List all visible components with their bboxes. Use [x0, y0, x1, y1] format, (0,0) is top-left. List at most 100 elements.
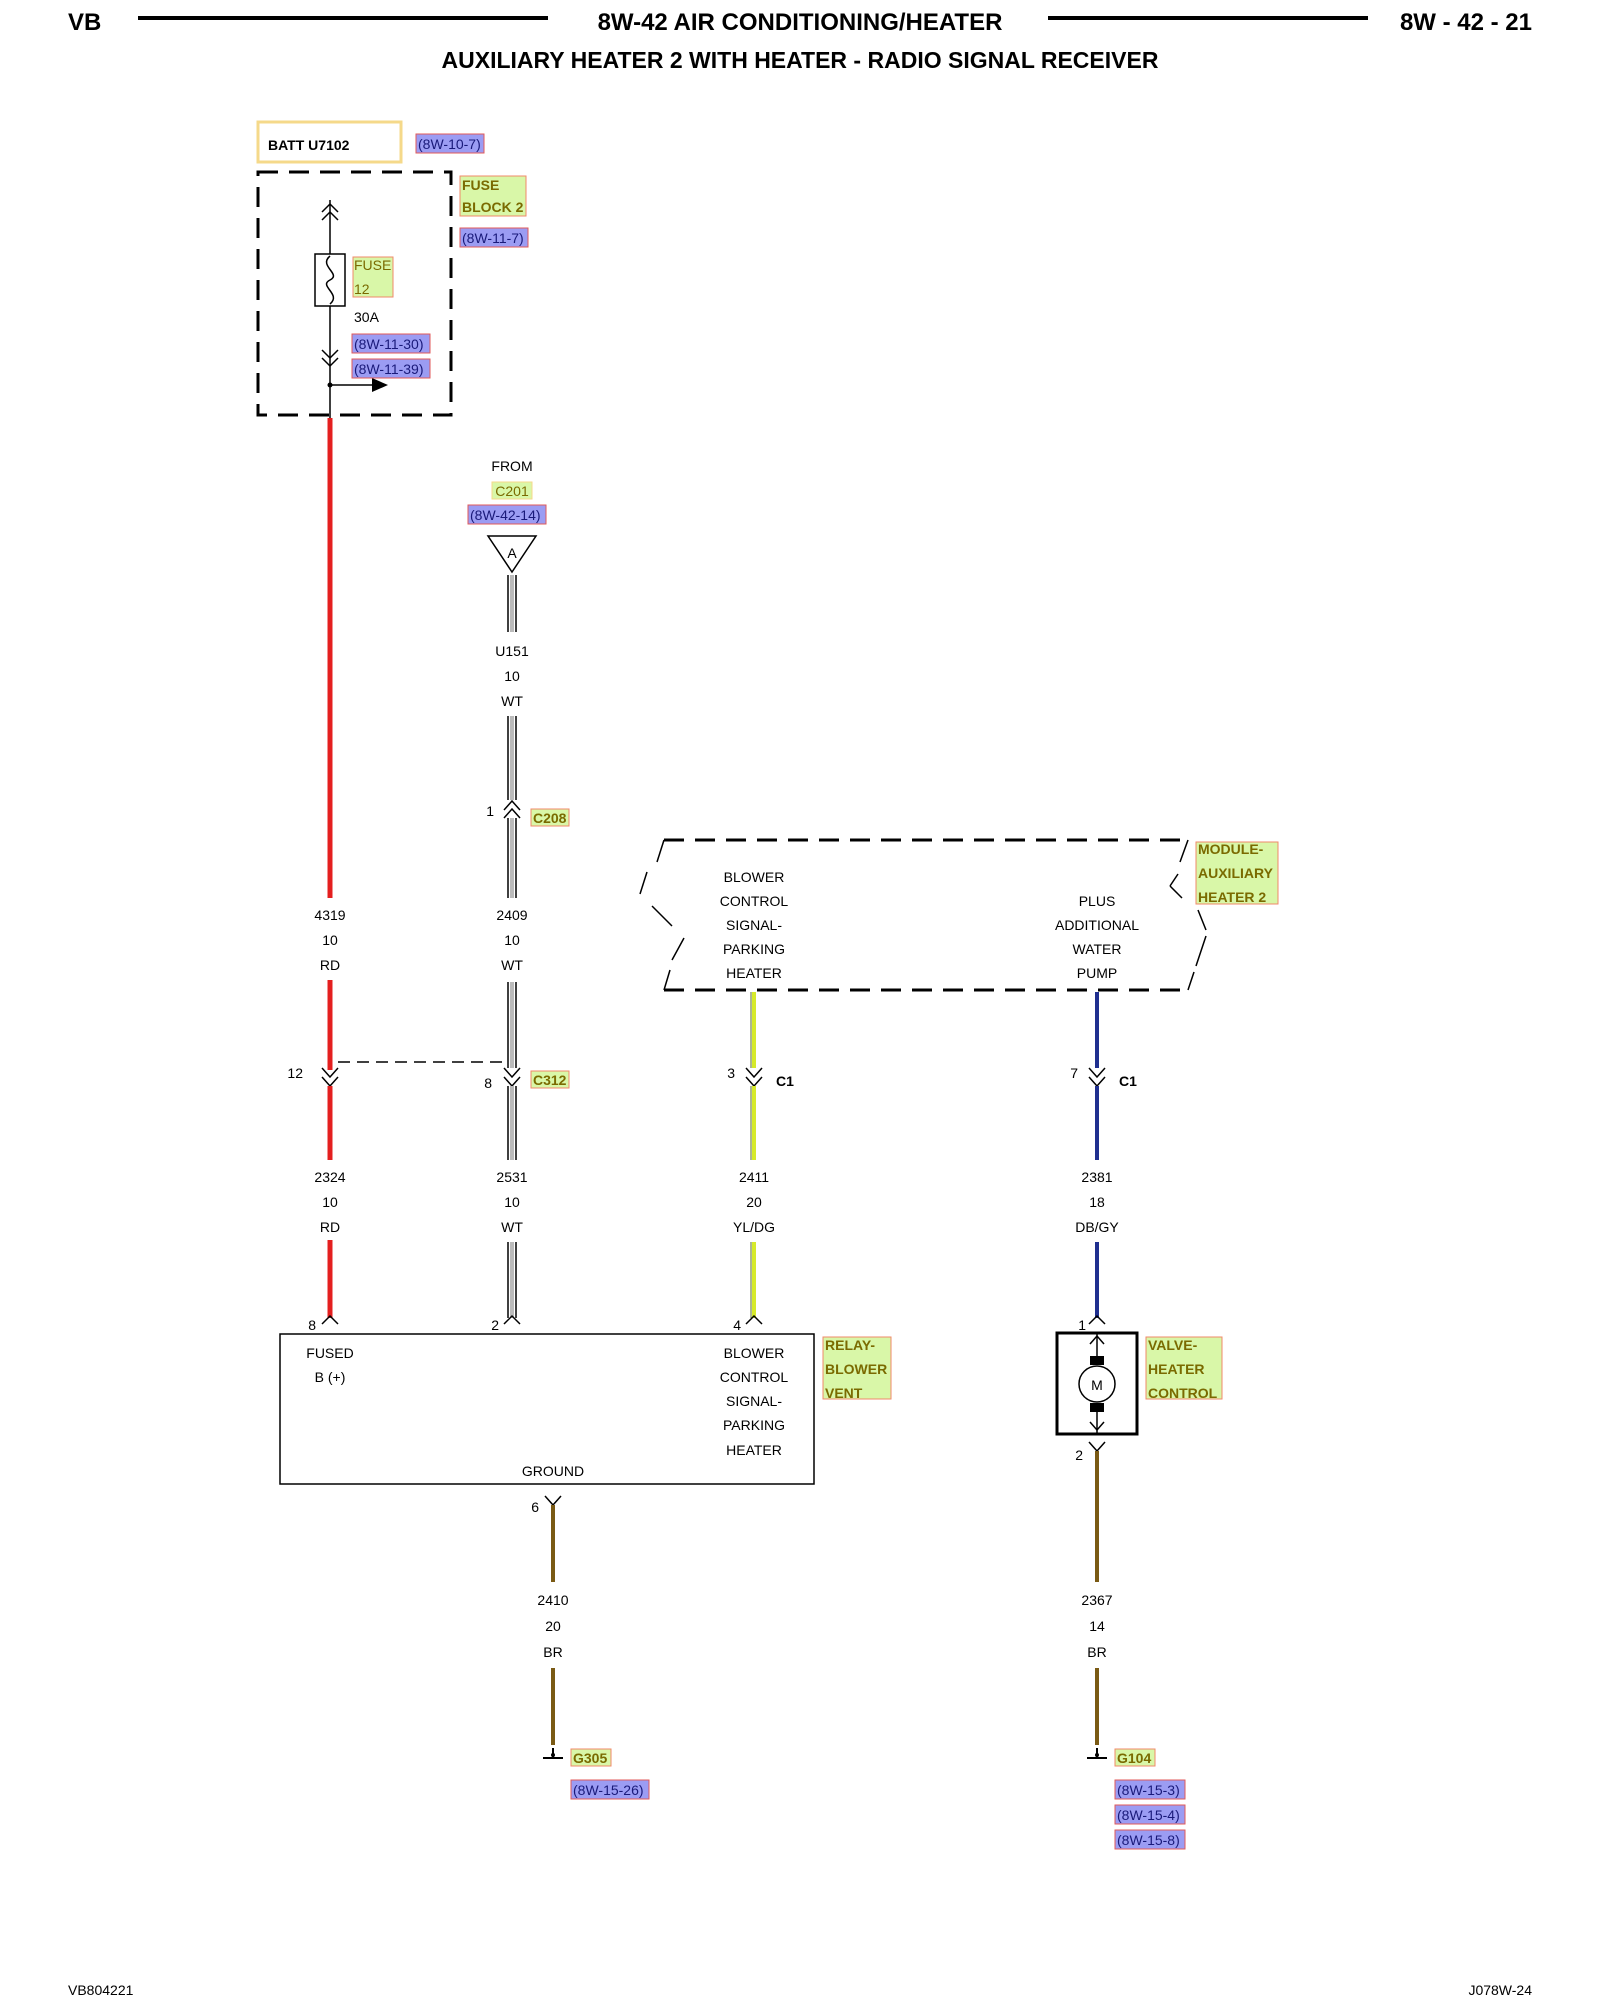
module-right-text-2: ADDITIONAL — [1055, 917, 1139, 933]
battery-ref-text[interactable]: (8W-10-7) — [418, 136, 481, 152]
valve-name-3[interactable]: CONTROL — [1148, 1385, 1218, 1401]
fuse-12-rating: 30A — [354, 309, 380, 325]
fuse-12-name-1[interactable]: FUSE — [354, 257, 391, 273]
g305-name[interactable]: G305 — [573, 1750, 607, 1766]
module-name-3[interactable]: HEATER 2 — [1198, 889, 1266, 905]
g104-ref-text-3[interactable]: (8W-15-8) — [1117, 1832, 1180, 1848]
c208-pin-number: 1 — [486, 803, 494, 819]
off-page-connector-letter: A — [507, 545, 517, 561]
fuse-ref-link-2[interactable] — [351, 358, 431, 379]
relay-pin4-terminal — [745, 1314, 763, 1325]
g305-ref-text[interactable]: (8W-15-26) — [573, 1782, 644, 1798]
g104-ref-text-1[interactable]: (8W-15-3) — [1117, 1782, 1180, 1798]
header-page-number: 8W - 42 - 21 — [1400, 9, 1532, 36]
valve-pin1-terminal — [1088, 1314, 1106, 1325]
c312-pin12-male — [321, 1067, 339, 1079]
fuse-block-name-1[interactable]: FUSE — [462, 177, 499, 193]
valve-name-2[interactable]: HEATER — [1148, 1361, 1205, 1377]
relay-right-text-5: HEATER — [726, 1442, 782, 1458]
wire-2410-color: BR — [543, 1644, 562, 1660]
g104-ref-link-1[interactable] — [1114, 1779, 1186, 1800]
wire-2409[interactable] — [507, 818, 517, 898]
fuse-ref-text-2[interactable]: (8W-11-39) — [354, 361, 424, 377]
wire-u151-lower[interactable] — [507, 716, 517, 800]
relay-right-text-1: BLOWER — [724, 1345, 785, 1361]
relay-right-text-3: SIGNAL- — [726, 1393, 782, 1409]
relay-ground-label: GROUND — [522, 1463, 584, 1479]
fuse-12-element — [325, 255, 335, 305]
relay-name-2[interactable]: BLOWER — [825, 1361, 887, 1377]
wire-u151-gauge: 10 — [504, 668, 520, 684]
wire-2531-circuit: 2531 — [496, 1169, 527, 1185]
module-right-text-4: PUMP — [1077, 965, 1117, 981]
valve-motor-arrow-bottom — [1089, 1421, 1105, 1432]
wire-2367-color: BR — [1087, 1644, 1106, 1660]
fuse-block-ref-link[interactable] — [459, 227, 529, 248]
valve-name-box[interactable] — [1145, 1336, 1223, 1400]
module-left-text-3: SIGNAL- — [726, 917, 782, 933]
g104-ref-link-3[interactable] — [1114, 1829, 1186, 1850]
fuse-ref-link-1[interactable] — [351, 333, 431, 354]
header-title: 8W-42 AIR CONDITIONING/HEATER — [598, 9, 1003, 36]
module-aux-heater-name-box[interactable] — [1195, 841, 1279, 905]
fuse-12-name-box[interactable] — [352, 256, 394, 298]
from-conn-ref-text[interactable]: (8W-42-14) — [470, 507, 541, 523]
wire-2409-lower[interactable] — [507, 982, 517, 1068]
from-conn-ref-link[interactable] — [467, 504, 547, 525]
c312-name-box[interactable] — [530, 1070, 570, 1089]
wire-2381-gauge: 18 — [1089, 1194, 1105, 1210]
fuse-block-name-box[interactable] — [459, 175, 527, 217]
c1-pin3-name: C1 — [776, 1073, 794, 1089]
g104-ref-text-2[interactable]: (8W-15-4) — [1117, 1807, 1180, 1823]
fuse-block-connector-top-2 — [321, 210, 339, 221]
g305-ref-link[interactable] — [570, 1779, 650, 1800]
relay-name-3[interactable]: VENT — [825, 1385, 863, 1401]
relay-blower-vent-box[interactable] — [279, 1333, 815, 1485]
wire-2531-color: WT — [501, 1219, 523, 1235]
battery-ref-link[interactable] — [415, 133, 485, 154]
g104-name[interactable]: G104 — [1117, 1750, 1151, 1766]
valve-name-1[interactable]: VALVE- — [1148, 1337, 1198, 1353]
fuse-block-ref-text[interactable]: (8W-11-7) — [462, 230, 524, 246]
module-aux-heater-break-marks — [639, 839, 1207, 991]
g104-name-box[interactable] — [1114, 1748, 1156, 1767]
ground-g305-symbol — [543, 1748, 563, 1759]
off-page-connector-a[interactable] — [486, 535, 538, 574]
fuse-ref-text-1[interactable]: (8W-11-30) — [354, 336, 424, 352]
diagram-subtitle: AUXILIARY HEATER 2 WITH HEATER - RADIO S… — [442, 47, 1159, 73]
c1-pin7-male — [1088, 1067, 1106, 1079]
g305-name-box[interactable] — [570, 1748, 612, 1767]
g104-ref-link-2[interactable] — [1114, 1804, 1186, 1825]
wire-2367-gauge: 14 — [1089, 1618, 1105, 1634]
wire-2409-color: WT — [501, 957, 523, 973]
from-label: FROM — [491, 458, 532, 474]
fuse-block-name-2[interactable]: BLOCK 2 — [462, 199, 524, 215]
relay-name-box[interactable] — [822, 1336, 892, 1400]
from-conn-name[interactable]: C201 — [495, 483, 529, 499]
fuse-12-name-2[interactable]: 12 — [354, 281, 370, 297]
from-conn-name-box[interactable] — [491, 481, 533, 500]
relay-pin6-number: 6 — [531, 1499, 539, 1515]
c312-name[interactable]: C312 — [533, 1072, 567, 1088]
relay-right-text-2: CONTROL — [720, 1369, 789, 1385]
c208-pin1-female — [503, 807, 521, 819]
relay-pin4-number: 4 — [733, 1317, 741, 1333]
wire-u151[interactable] — [507, 575, 517, 632]
motor-letter: M — [1091, 1377, 1103, 1393]
wire-2410-circuit: 2410 — [537, 1592, 568, 1608]
wire-2531-lower[interactable] — [507, 1242, 517, 1318]
valve-pin2-number: 2 — [1075, 1447, 1083, 1463]
c208-name-box[interactable] — [530, 808, 570, 827]
wire-2531[interactable] — [507, 1086, 517, 1160]
battery-label-box — [256, 120, 403, 164]
c1-pin7-female — [1088, 1076, 1106, 1088]
relay-name-1[interactable]: RELAY- — [825, 1337, 875, 1353]
battery-label: BATT U7102 — [268, 137, 350, 153]
wire-u151-color: WT — [501, 693, 523, 709]
c208-name[interactable]: C208 — [533, 810, 567, 826]
module-name-1[interactable]: MODULE- — [1198, 841, 1264, 857]
wire-u151-circuit: U151 — [495, 643, 529, 659]
wire-2381-circuit: 2381 — [1081, 1169, 1112, 1185]
module-name-2[interactable]: AUXILIARY — [1198, 865, 1274, 881]
wire-4319-circuit: 4319 — [314, 907, 345, 923]
